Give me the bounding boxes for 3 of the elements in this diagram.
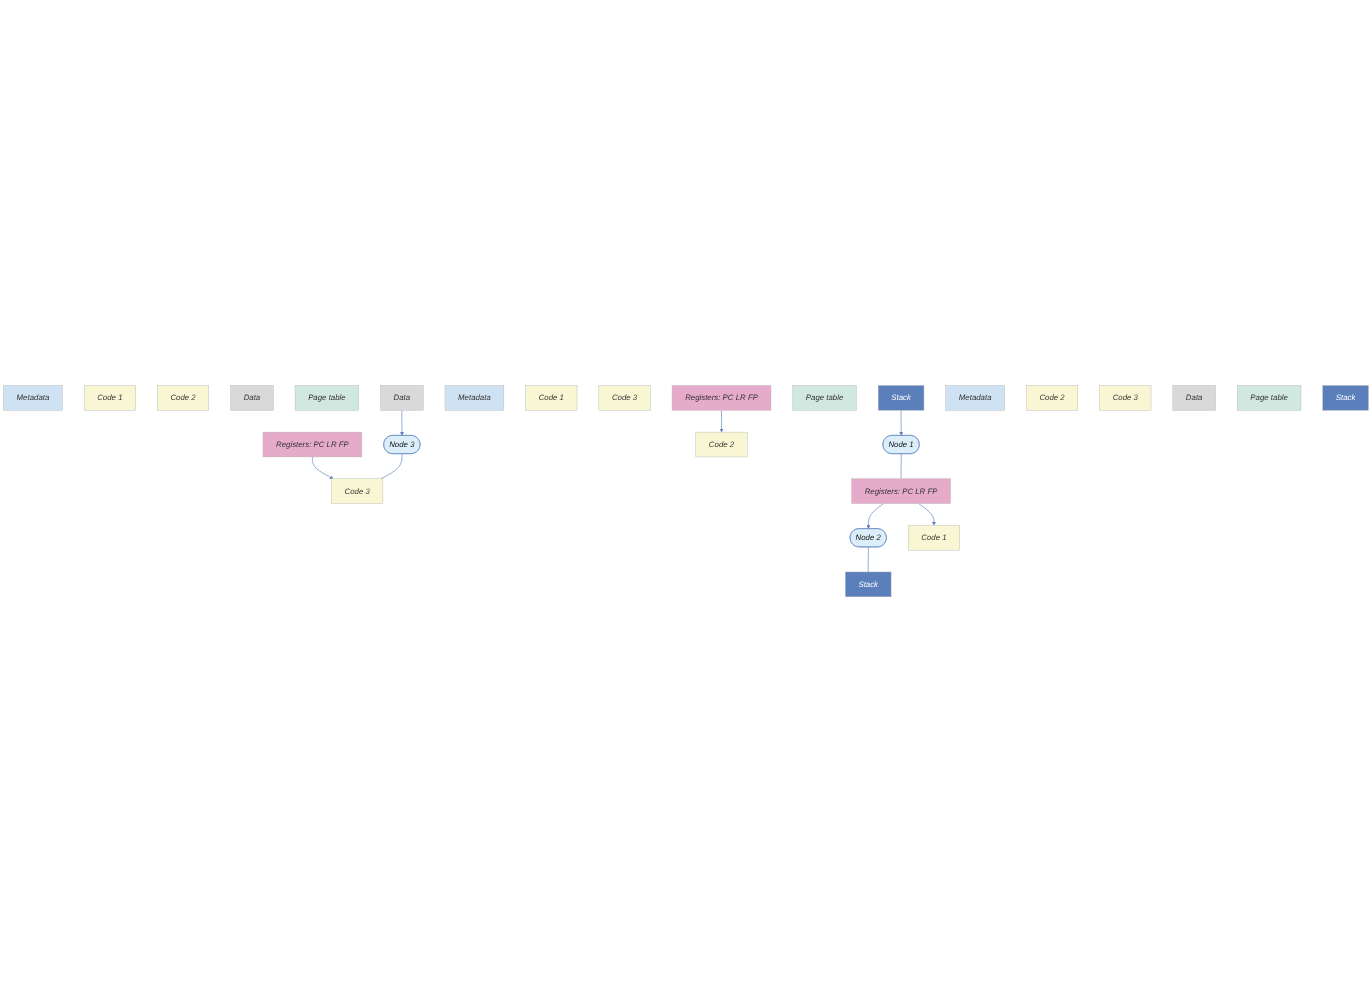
connector xyxy=(900,454,902,480)
connector xyxy=(380,454,403,480)
connector xyxy=(867,547,869,574)
